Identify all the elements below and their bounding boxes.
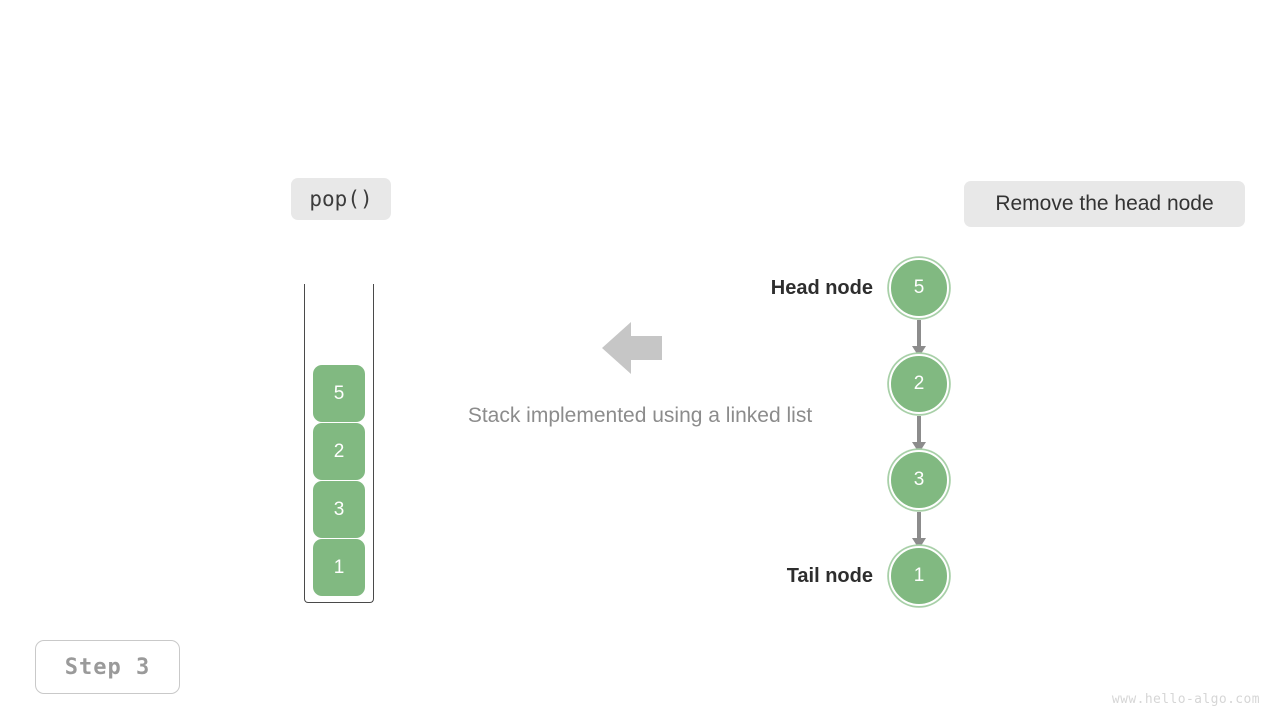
diagram-caption: Stack implemented using a linked list (467, 404, 813, 427)
tail-node-label: Tail node (786, 565, 873, 587)
stack-cell: 3 (313, 481, 365, 538)
linked-list-visualization: 5 2 3 1 Head node Tail node (771, 258, 951, 608)
node-connector (917, 512, 921, 546)
connector-arrowhead-icon (912, 346, 926, 357)
stack-container (304, 284, 374, 603)
node-connector (917, 416, 921, 450)
note-badge: Remove the head node (964, 181, 1245, 227)
watermark: www.hello-algo.com (1111, 692, 1260, 707)
stack-cell-list: 5 2 3 1 (304, 365, 374, 596)
linked-list-node: 5 (889, 258, 949, 318)
operation-badge: pop() (291, 178, 391, 220)
connector-arrowhead-icon (912, 442, 926, 453)
linked-list-node: 1 (889, 546, 949, 606)
stack-cell: 2 (313, 423, 365, 480)
stack-cell: 5 (313, 365, 365, 422)
step-badge: Step 3 (35, 640, 180, 694)
linked-list-node: 2 (889, 354, 949, 414)
connector-arrowhead-icon (912, 538, 926, 549)
node-connector (917, 320, 921, 354)
stack-cell: 1 (313, 539, 365, 596)
linked-list-node: 3 (889, 450, 949, 510)
stack-visualization: 5 2 3 1 (304, 284, 374, 603)
head-node-label: Head node (770, 277, 873, 299)
left-arrow-icon (602, 320, 662, 376)
